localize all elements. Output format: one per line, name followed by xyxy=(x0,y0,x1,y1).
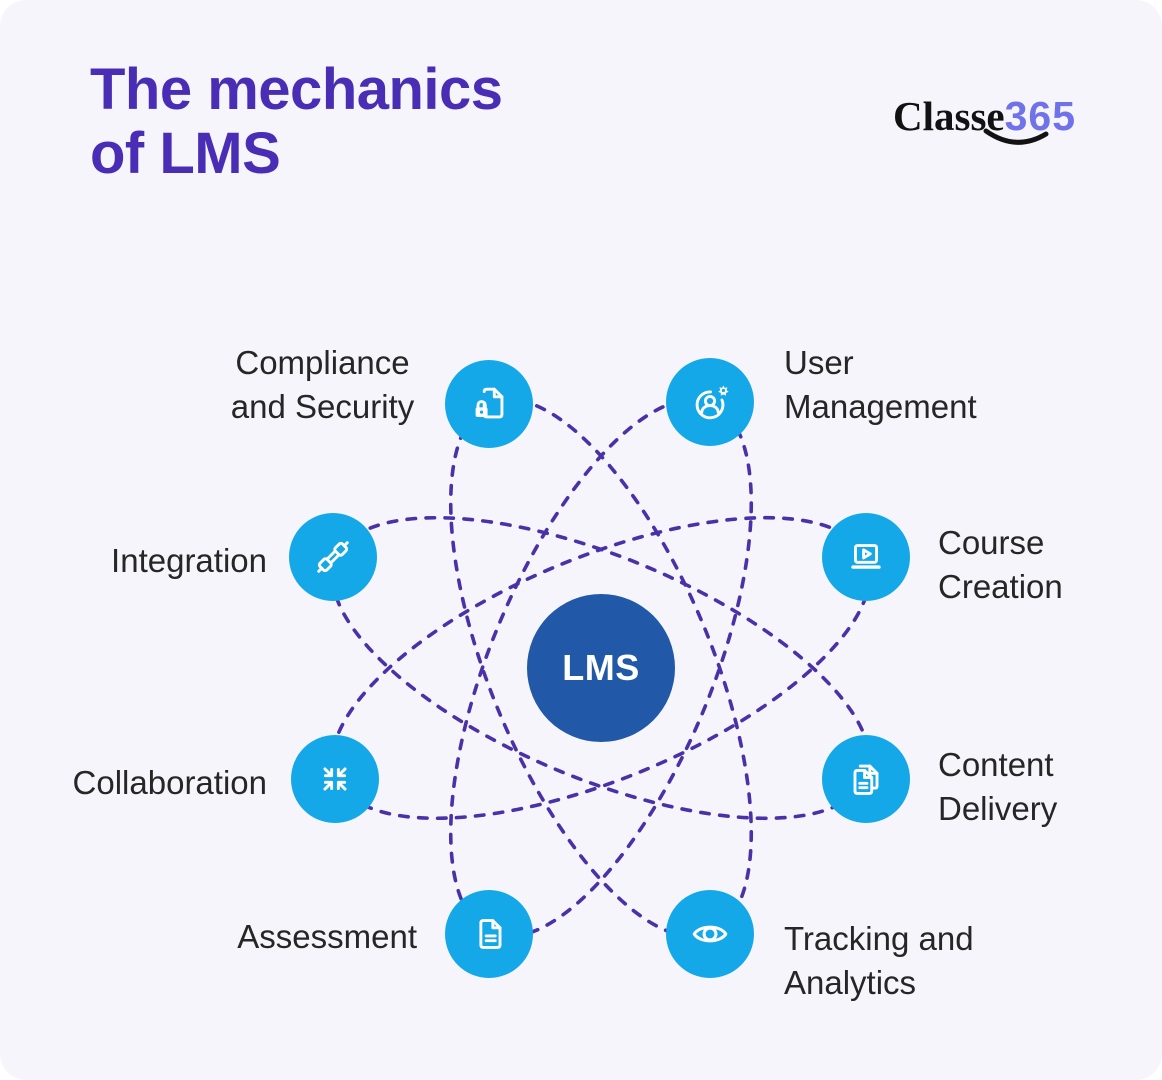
label-line: Delivery xyxy=(938,790,1058,827)
user-gear-icon xyxy=(695,385,729,420)
label-line: Collaboration xyxy=(72,764,267,801)
label-line: Integration xyxy=(111,542,267,579)
lms-center-circle: LMS xyxy=(527,594,675,742)
node-compliance-security xyxy=(445,360,533,448)
lms-label: LMS xyxy=(562,647,640,688)
label-content-delivery: Content Delivery xyxy=(938,743,1057,831)
label-line: Analytics xyxy=(784,964,917,1001)
node-integration xyxy=(289,513,377,601)
label-user-management: User Management xyxy=(784,341,977,429)
logo-number: 365 xyxy=(1004,93,1077,139)
document-lock-icon xyxy=(475,387,504,419)
logo-smile-icon xyxy=(983,128,1049,145)
converge-arrows-icon xyxy=(323,767,347,791)
document-lines-icon xyxy=(479,919,502,949)
node-tracking-analytics xyxy=(666,890,754,978)
label-line: Content xyxy=(938,746,1054,783)
label-line: and Security xyxy=(230,388,415,425)
node-user-management xyxy=(666,358,754,446)
classe365-logo: Classe365 xyxy=(893,96,1076,137)
label-tracking-analytics: Tracking and Analytics xyxy=(784,917,974,1005)
label-line: Assessment xyxy=(237,918,417,955)
node-content-delivery xyxy=(822,735,910,823)
label-line: User xyxy=(784,344,854,381)
label-course-creation: Course Creation xyxy=(938,521,1063,609)
label-integration: Integration xyxy=(27,539,267,583)
laptop-play-icon xyxy=(851,544,881,569)
label-line: Creation xyxy=(938,568,1063,605)
node-course-creation xyxy=(822,513,910,601)
eye-icon xyxy=(692,925,728,943)
page-title-line2: of LMS xyxy=(90,121,281,186)
node-assessment xyxy=(445,890,533,978)
label-line: Tracking and xyxy=(784,920,974,957)
label-line: Compliance xyxy=(235,344,410,381)
label-collaboration: Collaboration xyxy=(27,761,267,805)
page-title-line1: The mechanics xyxy=(90,57,503,122)
plugs-icon xyxy=(317,541,349,573)
node-collaboration xyxy=(291,735,379,823)
page-title: The mechanics of LMS xyxy=(90,58,503,186)
documents-copy-icon xyxy=(853,764,879,795)
label-assessment: Assessment xyxy=(177,915,417,959)
label-line: Management xyxy=(784,388,977,425)
label-compliance-security: Compliance and Security xyxy=(200,341,445,429)
label-line: Course xyxy=(938,524,1045,561)
